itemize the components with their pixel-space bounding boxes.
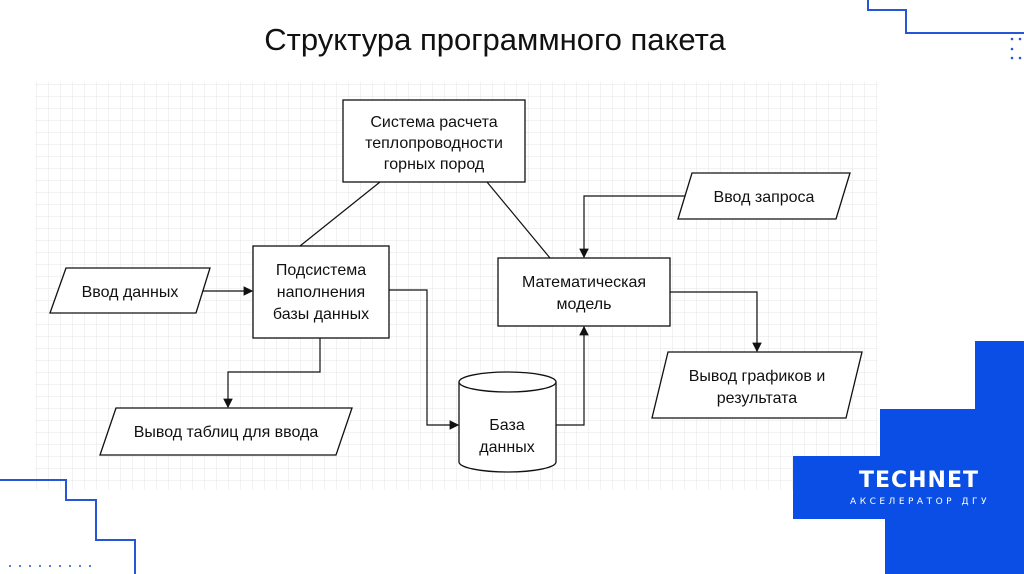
corner-decoration-bottom xyxy=(0,479,136,574)
svg-text:базы данных: базы данных xyxy=(273,306,369,323)
svg-text:наполнения: наполнения xyxy=(277,284,365,301)
svg-text:Ввод данных: Ввод данных xyxy=(82,284,179,301)
input-query-parallelogram: Ввод запроса xyxy=(677,172,851,220)
output-tables-parallelogram: Вывод таблиц для ввода xyxy=(99,407,353,456)
input-data-parallelogram: Ввод данных xyxy=(49,267,211,314)
math-model-box: Математическая модель xyxy=(497,257,671,327)
svg-text:Система расчета: Система расчета xyxy=(370,114,497,131)
svg-text:TECHNET: TECHNET xyxy=(859,468,979,493)
svg-text:Вывод таблиц для ввода: Вывод таблиц для ввода xyxy=(134,424,319,441)
svg-text:теплопроводности: теплопроводности xyxy=(365,135,503,152)
system-box: Система расчета теплопроводности горных … xyxy=(342,99,526,183)
svg-text:Ввод запроса: Ввод запроса xyxy=(714,189,815,206)
svg-text:данных: данных xyxy=(479,439,534,456)
svg-text:Подсистема: Подсистема xyxy=(276,262,366,279)
output-graphs-parallelogram: Вывод графиков и результата xyxy=(651,351,863,419)
svg-text:горных пород: горных пород xyxy=(384,156,485,173)
technet-logo: TECHNET АКСЕЛЕРАТОР ДГУ xyxy=(793,341,1024,574)
corner-decoration-top xyxy=(867,0,1024,34)
svg-text:модель: модель xyxy=(557,296,612,313)
svg-text:Математическая: Математическая xyxy=(522,274,646,291)
svg-text:База: База xyxy=(489,417,525,434)
svg-text:АКСЕЛЕРАТОР ДГУ: АКСЕЛЕРАТОР ДГУ xyxy=(850,497,990,507)
database-cylinder: База данных xyxy=(458,371,557,473)
svg-text:результата: результата xyxy=(717,390,798,407)
slide-title: Структура программного пакета xyxy=(264,22,726,57)
svg-text:Вывод графиков и: Вывод графиков и xyxy=(689,368,826,385)
corner-dots-bottom xyxy=(9,565,91,567)
connectors xyxy=(196,181,762,430)
corner-dots-top xyxy=(1010,37,1022,60)
subsystem-box: Подсистема наполнения базы данных xyxy=(252,245,390,339)
